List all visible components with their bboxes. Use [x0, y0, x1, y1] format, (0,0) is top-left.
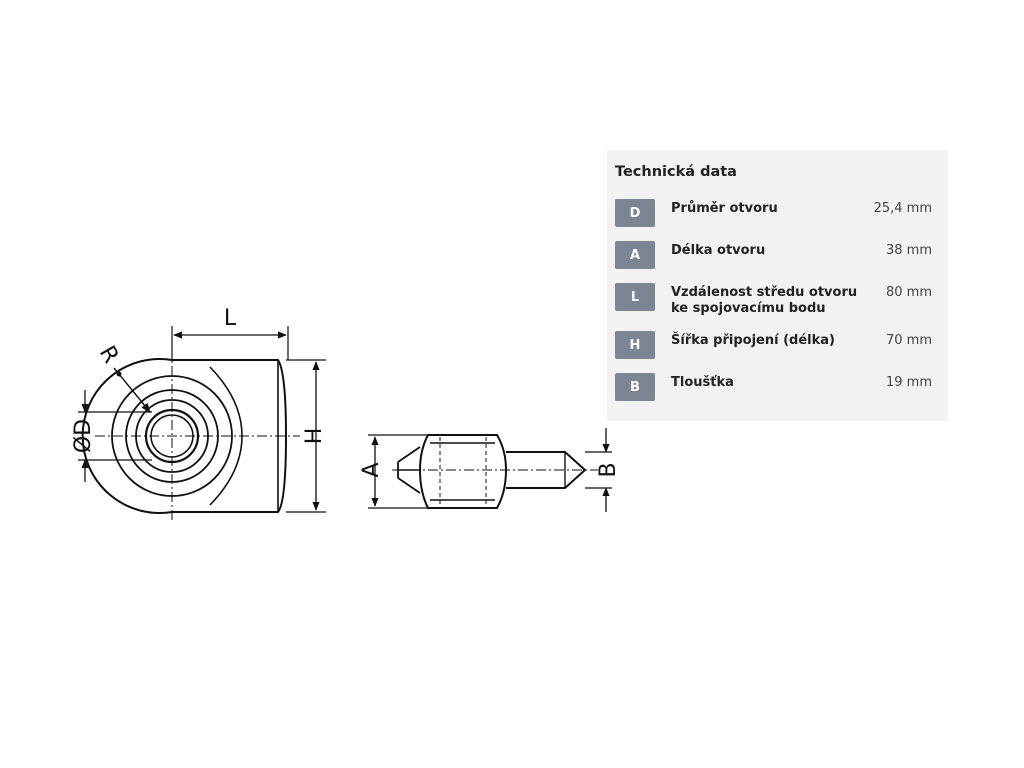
drawing-svg: R ØD L H A B [71, 306, 621, 520]
spec-value: 19 mm [885, 375, 932, 390]
panel-title: Technická data [615, 164, 737, 180]
spec-value: 70 mm [885, 333, 932, 348]
label-L: L [224, 306, 237, 331]
label-R: R [94, 342, 123, 368]
spec-key-badge: L [615, 283, 655, 311]
spec-key-badge: A [615, 241, 655, 269]
spec-row-h: H Šířka připojení (délka) 70 mm [615, 331, 932, 359]
label-D: ØD [71, 419, 96, 453]
label-A: A [359, 462, 384, 477]
spec-value: 80 mm [885, 285, 932, 300]
technical-drawing: R ØD L H A B [60, 300, 630, 540]
spec-label: Průměr otvoru [671, 201, 778, 216]
spec-key-badge: D [615, 199, 655, 227]
spec-label: Délka otvoru [671, 243, 766, 258]
spec-value: 38 mm [885, 243, 932, 258]
spec-row-d: D Průměr otvoru 25,4 mm [615, 199, 932, 227]
spec-row-a: A Délka otvoru 38 mm [615, 241, 932, 269]
spec-key-badge: B [615, 373, 655, 401]
technical-data-panel: Technická data D Průměr otvoru 25,4 mm A… [607, 150, 948, 421]
side-view [368, 428, 612, 512]
spec-value: 25,4 mm [873, 201, 932, 216]
label-B: B [596, 462, 621, 477]
spec-row-b: B Tloušťka 19 mm [615, 373, 932, 401]
spec-label: Šířka připojení (délka) [671, 333, 835, 348]
spec-label: Tloušťka [671, 375, 734, 390]
spec-row-l: L Vzdálenost středu otvoru ke spojovacím… [615, 283, 932, 317]
spec-label: Vzdálenost středu otvoru ke spojovacímu … [671, 285, 858, 316]
spec-key-badge: H [615, 331, 655, 359]
front-view [78, 326, 326, 520]
label-H: H [302, 428, 327, 445]
